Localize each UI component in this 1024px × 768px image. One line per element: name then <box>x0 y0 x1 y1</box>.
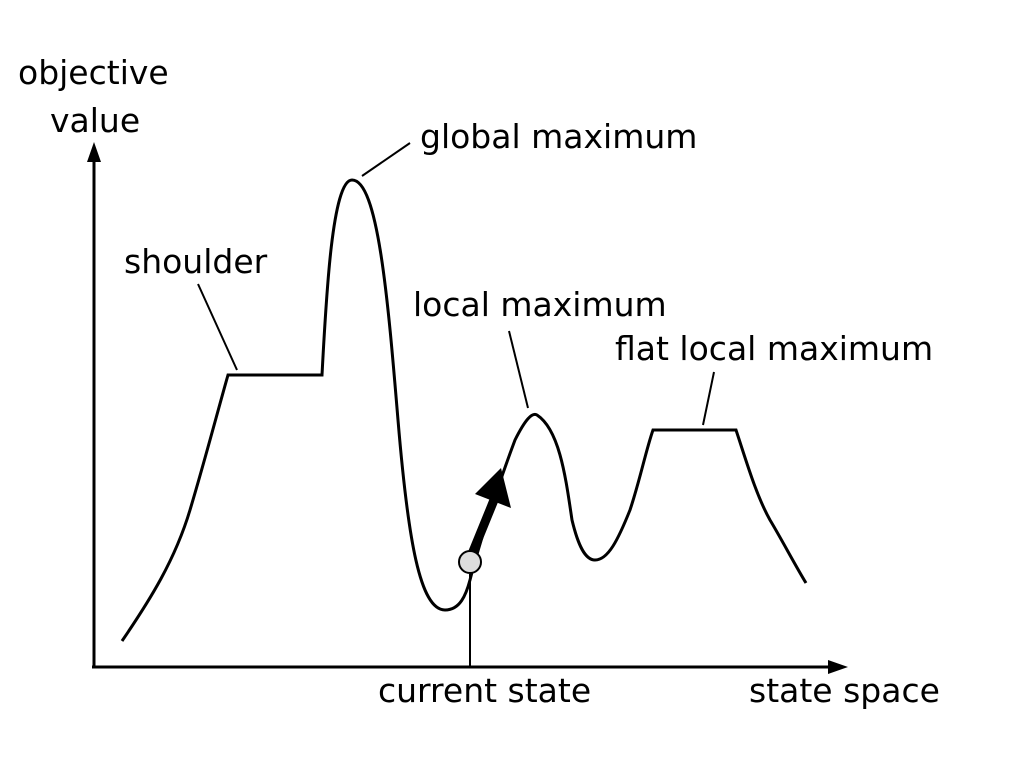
local-maximum-pointer <box>508 330 529 409</box>
uphill-move-arrowhead <box>475 468 511 508</box>
y-axis-label-line2: value <box>50 101 140 140</box>
global-maximum-label: global maximum <box>420 117 697 156</box>
axes <box>87 142 848 674</box>
current-state-label: current state <box>378 671 591 710</box>
uphill-move-arrow-shaft <box>467 498 499 556</box>
x-axis-arrowhead <box>828 660 848 674</box>
x-axis-label: state space <box>749 671 940 710</box>
y-axis-arrowhead <box>87 142 101 162</box>
shoulder-pointer <box>197 283 238 371</box>
global-maximum-pointer <box>361 142 411 177</box>
current-state-marker <box>458 550 482 574</box>
flat-local-maximum-pointer <box>702 371 715 426</box>
y-axis-label-line1: objective <box>18 53 169 92</box>
flat-local-maximum-label: flat local maximum <box>615 329 933 368</box>
shoulder-label: shoulder <box>124 242 268 281</box>
local-maximum-label: local maximum <box>413 285 667 324</box>
